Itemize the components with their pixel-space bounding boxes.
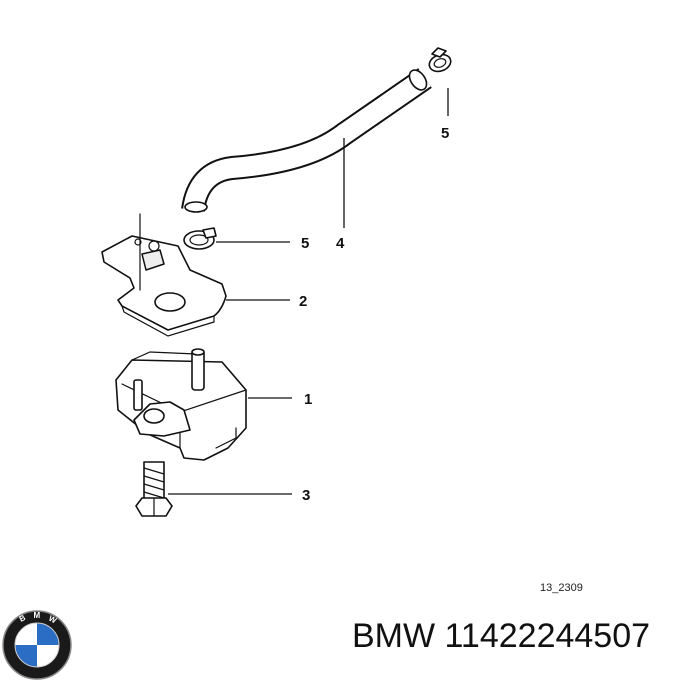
svg-text:B: B [18, 613, 28, 624]
svg-text:M: M [34, 611, 41, 620]
callout-5-lower: 5 [301, 235, 309, 252]
callout-2: 2 [299, 293, 307, 310]
callout-1: 1 [304, 391, 312, 408]
callout-5-top: 5 [441, 125, 449, 142]
hose-clamp-top-part [428, 47, 452, 73]
callout-4: 4 [336, 235, 345, 252]
hose-clamp-lower-part [183, 227, 217, 250]
mounting-bracket-part [101, 213, 227, 337]
leader-lines [168, 88, 449, 495]
svg-text:W: W [47, 614, 58, 626]
diagram-reference-code: 13_2309 [540, 582, 583, 594]
part-number: 11422244507 [444, 617, 651, 655]
callout-3: 3 [302, 487, 310, 504]
bolt-part [135, 461, 173, 517]
part-caption: BMW 11422244507 [352, 617, 650, 656]
brand-name: BMW [352, 617, 436, 655]
bmw-logo: B M W [2, 610, 72, 680]
hose-part [181, 68, 432, 213]
pressure-sensor-part [115, 348, 247, 461]
